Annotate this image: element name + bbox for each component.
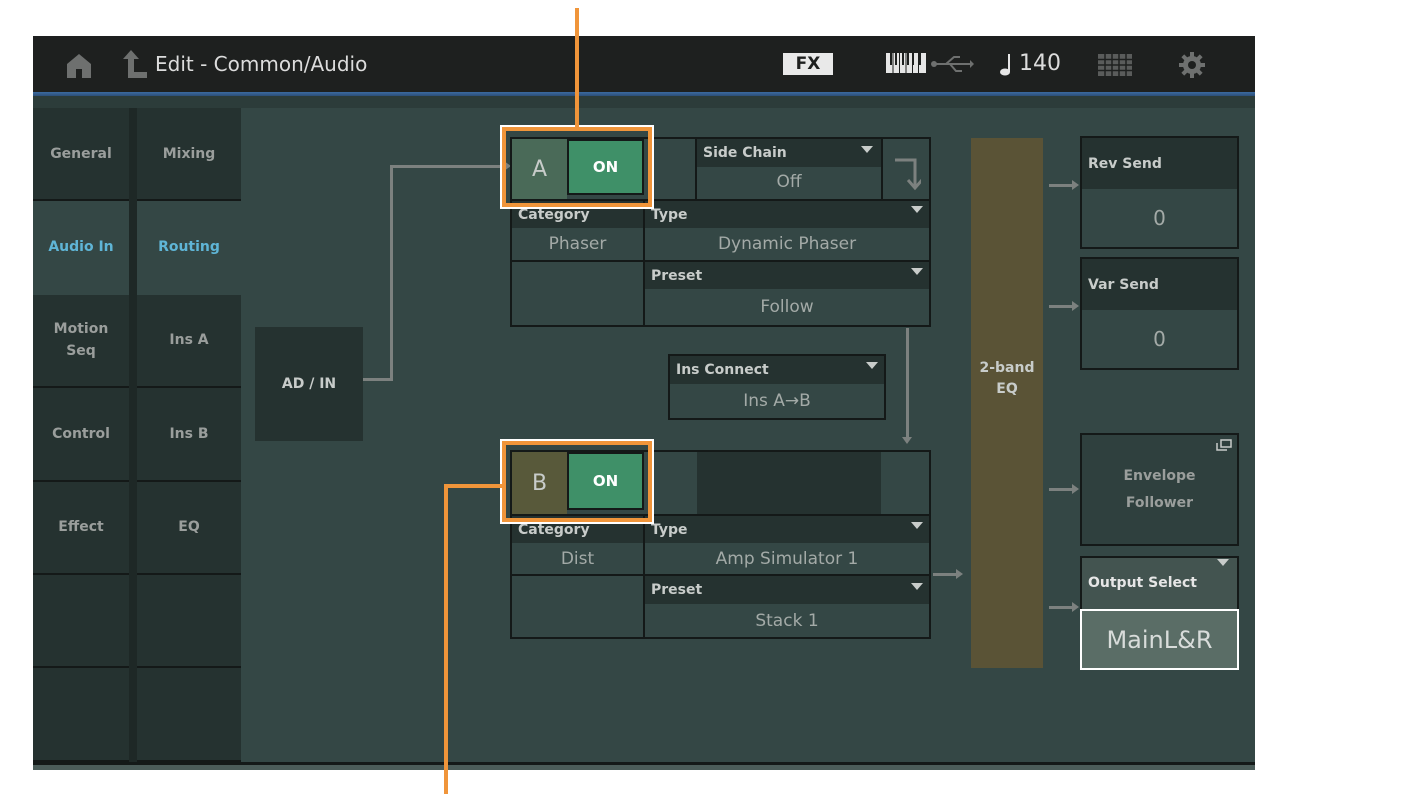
ins-connect-label: Ins Connect [670, 356, 884, 384]
ins-connect-dropdown[interactable]: Ins A→B [743, 391, 811, 411]
side-chain-empty [697, 452, 881, 514]
rev-send-label: Rev Send [1082, 138, 1237, 189]
type-dropdown[interactable]: Dynamic Phaser [717, 234, 857, 254]
side-chain-return-arrow-icon [895, 158, 921, 191]
nav-tab-effect[interactable]: Effect [33, 481, 129, 575]
type-label: Type [645, 201, 929, 228]
rev-send-value[interactable]: 0 [1153, 206, 1166, 230]
dropdown-icon [861, 146, 873, 153]
page-title: Edit - Common/Audio [155, 52, 368, 76]
callout-line [444, 484, 506, 488]
preset-dropdown[interactable]: Follow [760, 297, 814, 317]
fx-button[interactable]: FX [783, 53, 833, 75]
divider [510, 199, 931, 201]
eq-label: 2-band EQ [979, 360, 1035, 397]
envelope-follower-button[interactable] [1080, 433, 1239, 546]
nav-tab-motion-seq[interactable]: Motion Seq [33, 294, 129, 389]
divider [881, 137, 883, 199]
output-select-dropdown[interactable]: MainL&R [1080, 609, 1239, 670]
connector-line [390, 165, 393, 381]
arrow-right-icon [1072, 180, 1079, 190]
arrow-right-icon [956, 569, 963, 579]
nav-tab-mixing[interactable]: Mixing [137, 108, 241, 202]
top-bar-shade [33, 96, 1255, 108]
arrow-right-icon [1072, 301, 1079, 311]
type-label: Type [645, 516, 929, 543]
insertion-a-switch[interactable]: ON [567, 139, 644, 195]
connector-line [1049, 488, 1074, 491]
dropdown-icon [911, 583, 923, 590]
nav-tab-general[interactable]: General [33, 108, 129, 202]
insertion-b-switch[interactable]: ON [567, 452, 644, 510]
category-value[interactable]: Dist [560, 548, 595, 569]
divider [695, 137, 697, 199]
quarter-note-icon [1000, 54, 1010, 76]
top-bar-divider [33, 92, 1255, 96]
back-arrow-icon[interactable] [123, 50, 149, 78]
open-window-icon [1216, 439, 1232, 451]
dropdown-icon [911, 522, 923, 529]
nav-tab-empty [137, 668, 241, 762]
connector-line [906, 328, 909, 438]
connector-line [1049, 305, 1074, 308]
arrow-right-icon [1072, 602, 1079, 612]
var-send-value[interactable]: 0 [1153, 327, 1166, 351]
side-chain-dropdown[interactable]: Off [776, 172, 802, 192]
callout-line [444, 484, 448, 794]
dropdown-icon [1217, 559, 1229, 566]
arrow-right-icon [1072, 484, 1079, 494]
side-chain-label: Side Chain [697, 139, 881, 167]
envelope-follower-label: Envelope Follower [1123, 467, 1196, 511]
nav-tab-audio-in[interactable]: Audio In [33, 201, 129, 295]
connector-line [390, 165, 508, 168]
gear-icon[interactable] [1179, 52, 1205, 78]
preset-label: Preset [645, 576, 929, 604]
connector-line [1049, 606, 1074, 609]
nav-column-divider [129, 108, 137, 762]
bottom-divider [33, 762, 1255, 765]
nav-tab-empty [137, 575, 241, 669]
nav-tab-empty [33, 668, 129, 762]
bottom-strip [33, 765, 1255, 770]
callout-insertion-b-switch [500, 439, 654, 524]
usb-icon [931, 56, 974, 72]
type-dropdown[interactable]: Amp Simulator 1 [715, 548, 859, 569]
grid-icon[interactable] [1098, 54, 1132, 76]
preset-label: Preset [645, 262, 929, 289]
var-send-label: Var Send [1082, 259, 1237, 310]
nav-tab-ins-a[interactable]: Ins A [137, 294, 241, 389]
connector-line [363, 378, 393, 381]
nav-tab-control[interactable]: Control [33, 388, 129, 482]
arrow-down-icon [902, 437, 912, 444]
callout-line [575, 8, 579, 128]
dropdown-icon [911, 268, 923, 275]
nav-tab-empty [33, 575, 129, 669]
dropdown-icon [911, 206, 923, 213]
connector-line [1049, 184, 1074, 187]
keyboard-icon[interactable] [886, 53, 926, 73]
top-bar: Edit - Common/Audio FX 140 [33, 36, 1255, 92]
nav-tab-eq[interactable]: EQ [137, 481, 241, 575]
nav-tab-ins-b[interactable]: Ins B [137, 388, 241, 482]
divider [643, 201, 645, 325]
category-value[interactable]: Phaser [548, 234, 607, 254]
divider [510, 260, 931, 262]
nav-tab-routing[interactable]: Routing [137, 201, 241, 295]
tempo-value[interactable]: 140 [1019, 51, 1061, 76]
divider [643, 516, 645, 637]
callout-insertion-a-switch [500, 125, 654, 209]
insertion-b-label: B [512, 452, 567, 514]
arrow-right-icon [504, 161, 511, 171]
audio-source-block[interactable]: AD / IN [255, 327, 363, 441]
insertion-a-label: A [512, 139, 567, 199]
two-band-eq-block[interactable] [971, 138, 1043, 668]
dropdown-icon [866, 362, 878, 369]
home-icon[interactable] [65, 52, 93, 78]
divider [510, 574, 931, 576]
output-select-label: Output Select [1088, 575, 1197, 591]
preset-dropdown[interactable]: Stack 1 [755, 610, 819, 631]
connector-line [933, 573, 958, 576]
divider [510, 514, 931, 516]
